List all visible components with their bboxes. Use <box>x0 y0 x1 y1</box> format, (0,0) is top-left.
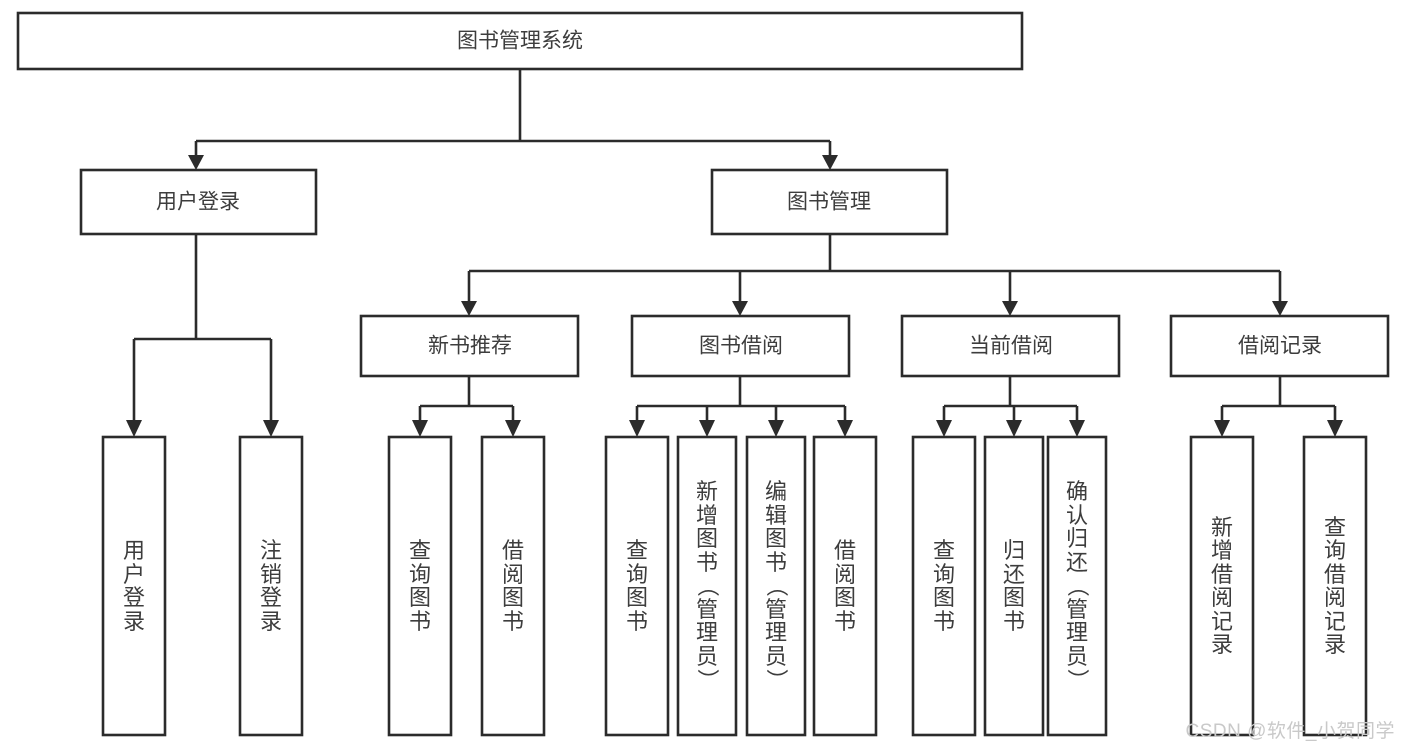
node-user-login-box[interactable] <box>79 168 318 236</box>
node-root-box[interactable] <box>16 11 1024 71</box>
arrow-head-cb-leaf-2 <box>1006 420 1022 437</box>
arrow-head-leaf-logout <box>263 420 279 437</box>
edge-group-current-borrow-to-leaves <box>936 376 1085 437</box>
node-current-borrow[interactable]: 当前借阅 <box>900 314 1121 378</box>
leaf-box-5[interactable] <box>676 435 738 737</box>
arrow-head-br-leaf-2 <box>1327 420 1343 437</box>
arrow-head-current-borrow <box>1002 301 1018 316</box>
node-current-borrow-box[interactable] <box>900 314 1121 378</box>
leaf-box-11[interactable] <box>1189 435 1255 737</box>
arrow-head-nbr-leaf-2 <box>505 420 521 437</box>
node-book-management-label: 图书管理 <box>787 191 871 214</box>
leaf-box-12[interactable] <box>1302 435 1368 737</box>
leaf-box-8[interactable] <box>911 435 977 737</box>
edge-group-borrow-record-to-leaves <box>1214 376 1343 437</box>
leaf-box-9[interactable] <box>983 435 1045 737</box>
arrow-head-cb-leaf-1 <box>936 420 952 437</box>
arrow-head-cb-leaf-3 <box>1069 420 1085 437</box>
leaf-box-3[interactable] <box>480 435 546 737</box>
leaf-boxes <box>101 435 1368 737</box>
arrow-head-bb-leaf-3 <box>768 420 784 437</box>
node-borrow-record-box[interactable] <box>1169 314 1390 378</box>
node-new-book-recommend[interactable]: 新书推荐 <box>359 314 580 378</box>
arrow-head-nbr-leaf-1 <box>412 420 428 437</box>
node-user-login[interactable]: 用户登录 <box>79 168 318 236</box>
arrow-head-bb-leaf-2 <box>699 420 715 437</box>
node-root[interactable]: 图书管理系统 <box>16 11 1024 71</box>
leaf-box-4[interactable] <box>604 435 670 737</box>
arrow-head-br-leaf-1 <box>1214 420 1230 437</box>
node-book-management-box[interactable] <box>710 168 949 236</box>
node-root-label: 图书管理系统 <box>457 30 583 53</box>
node-current-borrow-label: 当前借阅 <box>969 335 1053 358</box>
node-borrow-record[interactable]: 借阅记录 <box>1169 314 1390 378</box>
leaf-box-2[interactable] <box>387 435 453 737</box>
node-new-book-recommend-box[interactable] <box>359 314 580 378</box>
leaf-box-6[interactable] <box>745 435 807 737</box>
arrow-head-new-book-rec <box>461 301 477 316</box>
node-book-management[interactable]: 图书管理 <box>710 168 949 236</box>
node-book-borrow[interactable]: 图书借阅 <box>630 314 851 378</box>
edge-group-user-login-to-leaves <box>126 234 279 437</box>
node-book-borrow-label: 图书借阅 <box>699 335 783 358</box>
arrow-head-bb-leaf-1 <box>629 420 645 437</box>
node-new-book-recommend-label: 新书推荐 <box>428 335 512 358</box>
arrow-head-user-login <box>188 155 204 170</box>
leaf-box-0[interactable] <box>101 435 167 737</box>
edge-group-new-book-rec-to-leaves <box>412 376 521 437</box>
arrow-head-book-mgmt <box>822 155 838 170</box>
node-book-borrow-box[interactable] <box>630 314 851 378</box>
node-user-login-label: 用户登录 <box>156 191 240 214</box>
edge-group-root-to-level2 <box>188 69 838 170</box>
edge-group-book-borrow-to-leaves <box>629 376 853 437</box>
node-borrow-record-label: 借阅记录 <box>1238 335 1322 358</box>
arrow-head-borrow-record <box>1272 301 1288 316</box>
arrow-head-bb-leaf-4 <box>837 420 853 437</box>
leaf-box-1[interactable] <box>238 435 304 737</box>
arrow-head-book-borrow <box>732 301 748 316</box>
arrow-head-leaf-user-login <box>126 420 142 437</box>
leaf-box-10[interactable] <box>1046 435 1108 737</box>
leaf-box-7[interactable] <box>812 435 878 737</box>
edge-group-book-mgmt-to-level3 <box>461 234 1288 316</box>
